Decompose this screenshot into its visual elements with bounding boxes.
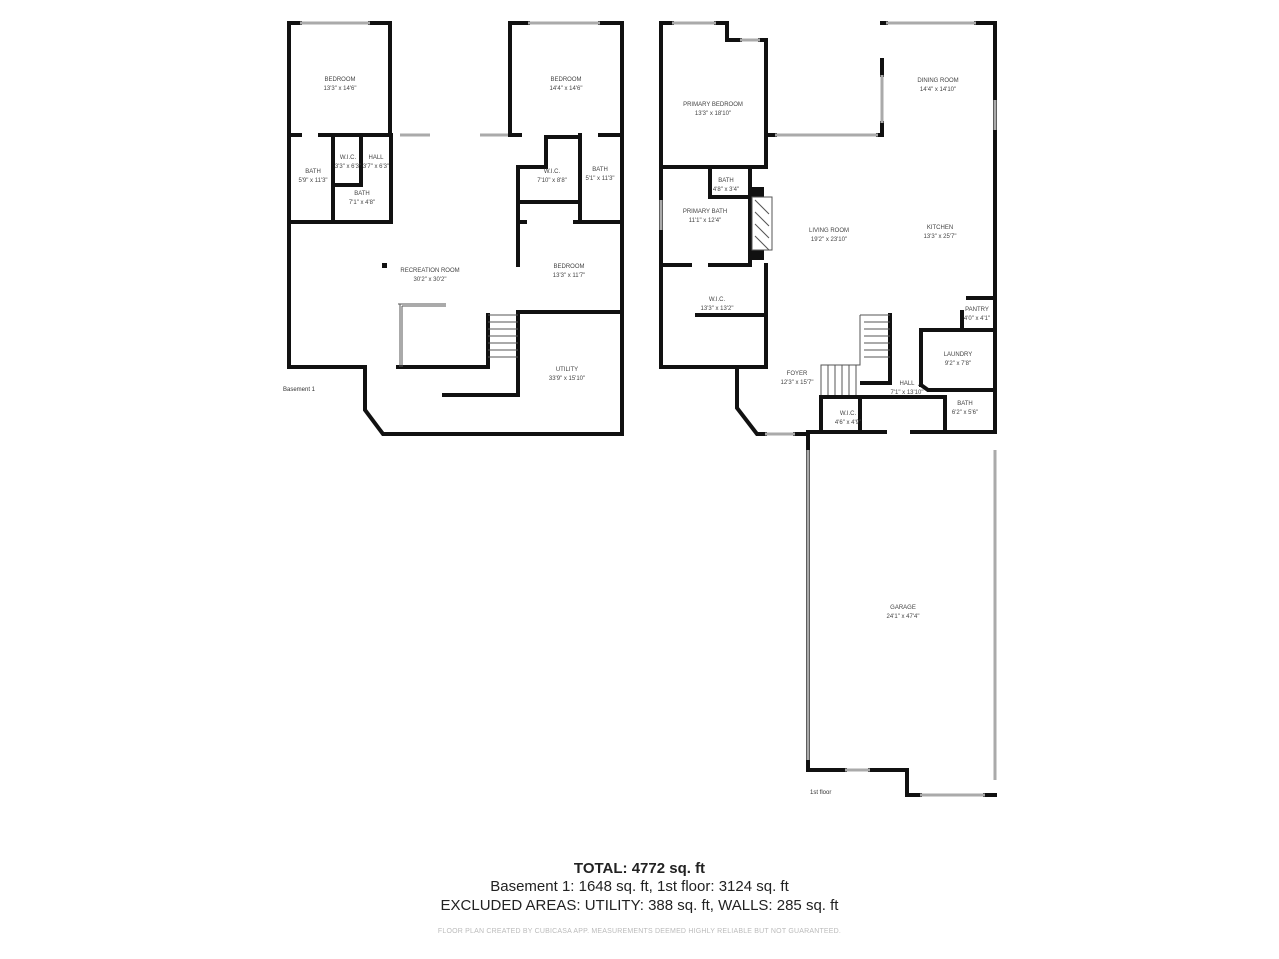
room-label: HALL 7'1" x 13'10" <box>891 380 924 398</box>
room-size: 13'3" x 18'10" <box>694 111 732 117</box>
room-name: BATH <box>354 191 370 197</box>
room-name: BEDROOM <box>324 77 356 83</box>
total-area: TOTAL: 4772 sq. ft <box>573 860 706 877</box>
room-size: 5'9" x 11'3" <box>298 178 328 184</box>
room-name: DINING ROOM <box>917 78 959 84</box>
room-size: 4'6" x 4'9" <box>834 420 862 426</box>
room-size: 13'3" x 13'2" <box>700 306 734 312</box>
room-label: HALL 3'7" x 6'3" <box>363 154 389 172</box>
excluded-areas: EXCLUDED AREAS: UTILITY: 388 sq. ft, WAL… <box>440 897 839 914</box>
room-label: FOYER 12'3" x 15'7" <box>781 370 814 388</box>
room-size: 4'0" x 4'1" <box>963 316 991 322</box>
room-label: UTILITY 33'9" x 15'10" <box>549 366 585 384</box>
room-size: 30'2" x 30'2" <box>413 277 447 283</box>
room-label: DINING ROOM 14'4" x 14'10" <box>917 77 958 95</box>
room-size: 33'9" x 15'10" <box>548 376 586 382</box>
room-label: W.I.C. 13'3" x 13'2" <box>701 296 734 314</box>
room-label: W.I.C. 7'10" x 8'8" <box>537 168 567 186</box>
room-size: 14'4" x 14'10" <box>919 87 957 93</box>
floor-areas: Basement 1: 1648 sq. ft, 1st floor: 3124… <box>490 878 789 895</box>
room-label: BATH 5'1" x 11'3" <box>585 166 614 184</box>
room-label: LIVING ROOM 19'2" x 23'10" <box>809 227 849 245</box>
room-size: 6'2" x 5'6" <box>951 410 979 416</box>
room-name: PRIMARY BATH <box>682 209 728 215</box>
room-label: BATH 5'9" x 11'3" <box>298 168 327 186</box>
room-name: W.I.C. <box>839 411 857 417</box>
room-size: 14'4" x 14'6" <box>549 86 583 92</box>
basement-walls <box>287 21 624 436</box>
room-label: LAUNDRY 9'2" x 7'8" <box>944 351 973 369</box>
room-name: BATH <box>957 401 973 407</box>
room-label: BATH 4'8" x 3'4" <box>713 177 739 195</box>
room-name: PANTRY <box>965 307 989 313</box>
room-size: 4'8" x 3'4" <box>712 187 740 193</box>
room-label: W.I.C. 4'6" x 4'9" <box>835 410 861 428</box>
room-label: PRIMARY BEDROOM 13'3" x 18'10" <box>683 101 743 119</box>
room-label: BATH 7'1" x 4'8" <box>349 190 375 208</box>
room-name: LAUNDRY <box>943 352 973 358</box>
room-label: BEDROOM 13'3" x 14'6" <box>324 76 357 94</box>
room-size: 13'3" x 14'6" <box>323 86 357 92</box>
room-label: KITCHEN 13'3" x 25'7" <box>924 224 957 242</box>
room-name: BATH <box>305 169 321 175</box>
room-name: BATH <box>718 178 734 184</box>
room-name: W.I.C. <box>339 155 357 161</box>
room-size: 5'1" x 11'3" <box>585 176 615 182</box>
room-label: PRIMARY BATH 11'1" x 12'4" <box>683 208 727 226</box>
room-size: 3'3" x 6'3" <box>334 164 362 170</box>
floor-label-first: 1st floor <box>810 790 832 796</box>
room-name: HALL <box>368 155 384 161</box>
room-name: BEDROOM <box>550 77 582 83</box>
room-size: 12'3" x 15'7" <box>780 380 814 386</box>
room-name: UTILITY <box>555 367 579 373</box>
first-floor-walls <box>659 21 997 797</box>
room-label: BEDROOM 13'3" x 11'7" <box>553 263 585 281</box>
room-name: PRIMARY BEDROOM <box>683 102 743 108</box>
room-label: BEDROOM 14'4" x 14'6" <box>550 76 583 94</box>
room-label: PANTRY 4'0" x 4'1" <box>964 306 990 324</box>
room-name: LIVING ROOM <box>808 228 850 234</box>
room-size: 24'1" x 47'4" <box>886 614 920 620</box>
room-label: RECREATION ROOM 30'2" x 30'2" <box>400 267 459 285</box>
room-name: BEDROOM <box>553 264 585 270</box>
room-name: BATH <box>592 167 608 173</box>
room-size: 13'3" x 25'7" <box>923 234 957 240</box>
room-name: W.I.C. <box>708 297 726 303</box>
room-label: W.I.C. 3'3" x 6'3" <box>335 154 361 172</box>
room-size: 7'1" x 13'10" <box>890 390 924 396</box>
room-name: HALL <box>899 381 915 387</box>
room-size: 7'1" x 4'8" <box>348 200 376 206</box>
room-size: 3'7" x 6'3" <box>362 164 390 170</box>
room-size: 13'3" x 11'7" <box>552 273 586 279</box>
room-label: GARAGE 24'1" x 47'4" <box>887 604 920 622</box>
room-size: 9'2" x 7'8" <box>944 361 972 367</box>
room-name: RECREATION ROOM <box>400 268 460 274</box>
room-name: W.I.C. <box>543 169 561 175</box>
room-name: KITCHEN <box>926 225 954 231</box>
room-size: 19'2" x 23'10" <box>810 237 848 243</box>
room-name: FOYER <box>786 371 808 377</box>
room-label: BATH 6'2" x 5'6" <box>952 400 978 418</box>
floor-label-basement: Basement 1 <box>283 387 316 393</box>
disclaimer: FLOOR PLAN CREATED BY CUBICASA APP. MEAS… <box>437 928 842 935</box>
room-name: GARAGE <box>890 605 916 611</box>
room-size: 11'1" x 12'4" <box>688 218 722 224</box>
room-size: 7'10" x 8'8" <box>537 178 567 184</box>
